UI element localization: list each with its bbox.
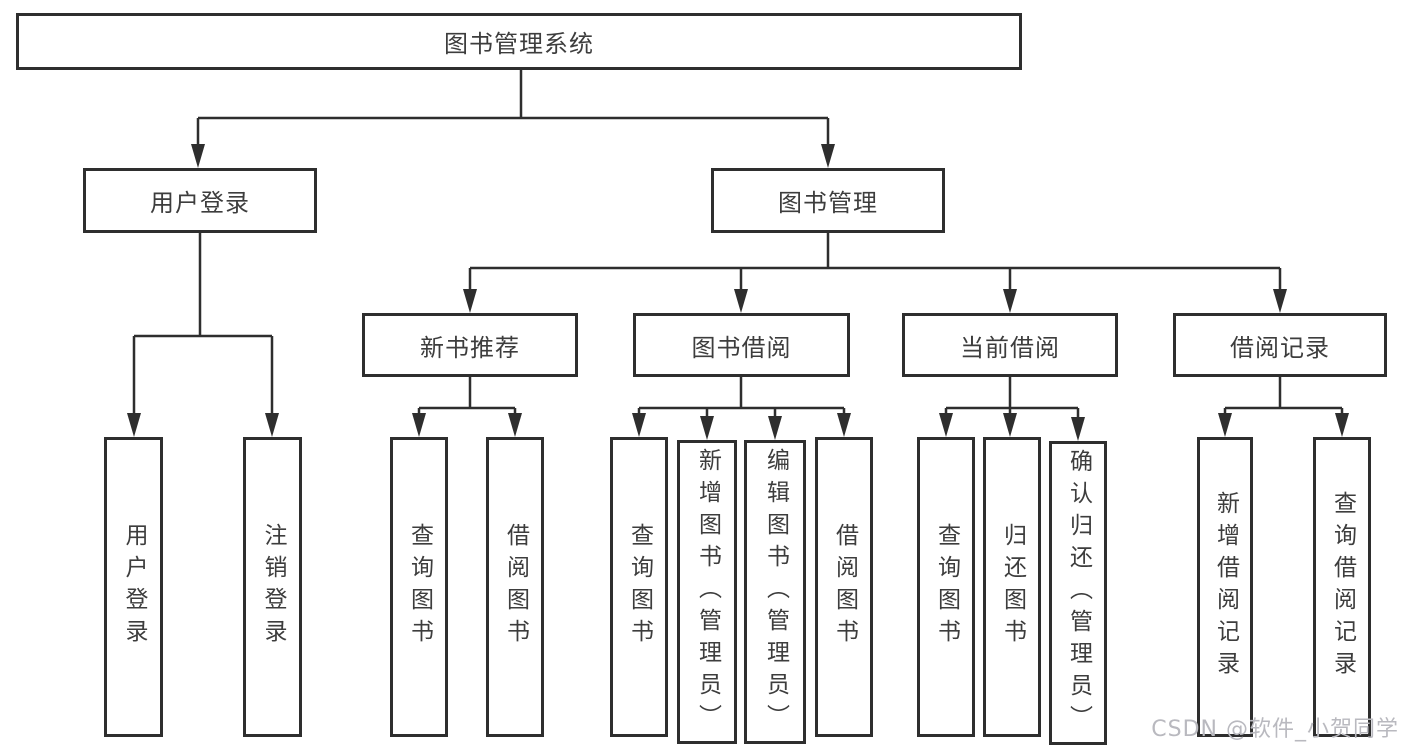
arrow-down-icon <box>821 144 835 168</box>
leaf-borrow-books-recommend: 借阅图书 <box>486 437 544 737</box>
node-book-borrowing: 图书借阅 <box>633 313 850 377</box>
leaf-logout: 注销登录 <box>243 437 302 737</box>
arrow-down-icon <box>1218 413 1232 437</box>
connector-user-login <box>127 233 279 437</box>
arrow-down-icon <box>734 289 748 313</box>
leaf-add-borrow-record: 新增借阅记录 <box>1197 437 1253 737</box>
leaf-query-borrow-record: 查询借阅记录 <box>1313 437 1371 737</box>
connector-line <box>196 70 830 148</box>
leaf-user-login: 用户登录 <box>104 437 163 737</box>
arrow-down-icon <box>1003 289 1017 313</box>
arrow-down-icon <box>412 413 426 437</box>
arrow-down-icon <box>127 413 141 437</box>
arrow-down-icon <box>265 413 279 437</box>
arrow-down-icon <box>1071 417 1085 441</box>
connector-line <box>944 377 1080 420</box>
connector-line <box>468 233 1282 292</box>
leaf-return-books: 归还图书 <box>983 437 1041 737</box>
connector-line <box>417 377 517 416</box>
leaf-query-books-current: 查询图书 <box>917 437 975 737</box>
connector-line <box>1223 377 1344 416</box>
connector-new-book-recommend <box>412 377 522 437</box>
arrow-down-icon <box>632 413 646 437</box>
leaf-add-books-admin: 新增图书（管理员） <box>677 440 737 744</box>
leaf-query-books-recommend: 查询图书 <box>390 437 448 737</box>
csdn-watermark: CSDN @软件_小贺同学 <box>1151 717 1399 742</box>
node-user-login: 用户登录 <box>83 168 317 233</box>
arrow-down-icon <box>1335 413 1349 437</box>
connector-borrowing-records <box>1218 377 1349 437</box>
leaf-query-books-borrowing: 查询图书 <box>610 437 668 737</box>
leaf-edit-books-admin: 编辑图书（管理员） <box>744 440 806 744</box>
node-book-management: 图书管理 <box>711 168 945 233</box>
connector-line <box>132 233 274 416</box>
leaf-borrow-books-borrowing: 借阅图书 <box>815 437 873 737</box>
arrow-down-icon <box>1003 413 1017 437</box>
connector-root <box>191 70 835 168</box>
node-new-book-recommend: 新书推荐 <box>362 313 578 377</box>
arrow-down-icon <box>837 413 851 437</box>
connector-line <box>637 377 846 419</box>
node-current-borrowing: 当前借阅 <box>902 313 1118 377</box>
arrow-down-icon <box>939 413 953 437</box>
connector-current-borrowing <box>939 377 1085 441</box>
connector-book-borrowing <box>632 377 851 440</box>
arrow-down-icon <box>463 289 477 313</box>
arrow-down-icon <box>768 416 782 440</box>
arrow-down-icon <box>700 416 714 440</box>
node-library-management-system: 图书管理系统 <box>16 13 1022 70</box>
leaf-confirm-return-admin: 确认归还（管理员） <box>1049 441 1107 745</box>
connector-book-management <box>463 233 1287 313</box>
node-borrowing-records: 借阅记录 <box>1173 313 1387 377</box>
arrow-down-icon <box>508 413 522 437</box>
arrow-down-icon <box>1273 289 1287 313</box>
arrow-down-icon <box>191 144 205 168</box>
